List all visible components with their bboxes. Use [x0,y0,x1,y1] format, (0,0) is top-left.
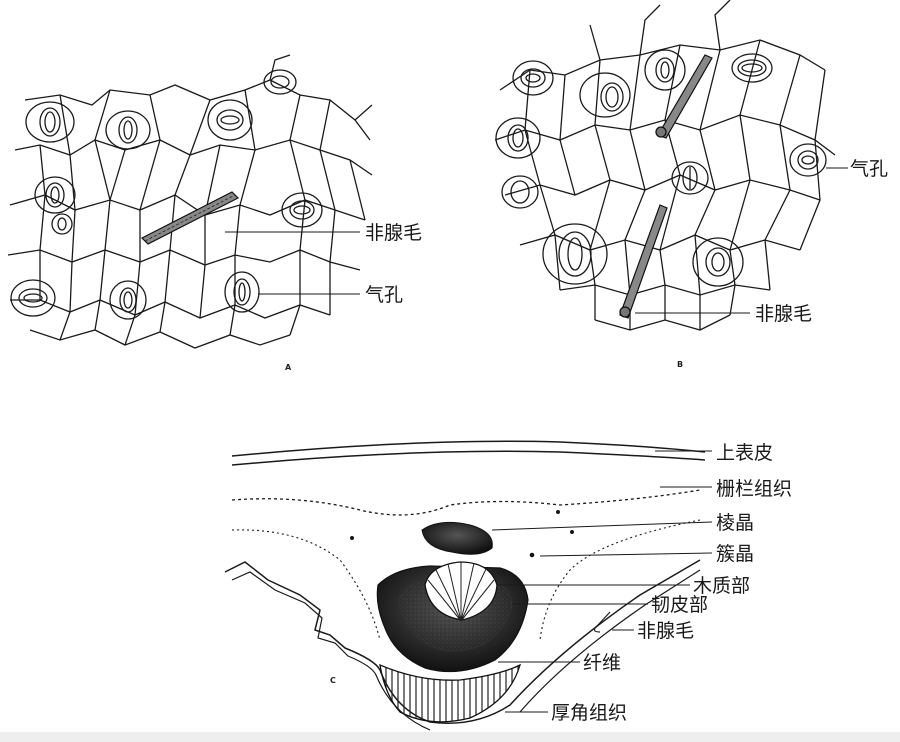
panel-b-stomata [495,49,827,287]
panel-c-leaders [491,450,713,713]
cluster-crystal-dot [556,510,560,514]
panel-a-trichome-label: 非腺毛 [365,222,422,244]
panel-b-trichomes [619,54,713,319]
panel-b-letter: B [677,360,683,369]
panel-a-trichome [140,191,240,245]
palisade-boundary [231,489,701,516]
lower-epidermis-outer [224,559,701,724]
mesophyll-boundary-right [539,519,701,641]
cluster-crystal-dot [350,536,354,540]
cluster-crystal-dot [570,530,574,534]
prism-crystal [421,521,493,555]
collenchyma-label: 厚角组织 [551,702,627,724]
collenchyma [379,663,522,723]
panel-a-cell-network [7,54,373,349]
fiber-label: 纤维 [583,652,621,674]
panel-b-stomata-label: 气孔 [850,158,888,180]
palisade-label: 栅栏组织 [716,478,792,500]
panel-a [7,54,373,349]
upper-epidermis-line-1 [231,440,706,457]
panel-a-stomata-label: 气孔 [365,284,403,306]
bottom-bar [0,732,900,742]
panel-c [224,440,713,731]
phloem-label: 韧皮部 [651,594,708,616]
lower-trichome [593,611,611,633]
upper-epidermis-label: 上表皮 [716,442,773,464]
panel-b-trichome-label: 非腺毛 [755,303,812,325]
xylem-label: 木质部 [693,575,750,597]
panel-a-letter: A [285,363,292,372]
panel-a-stomata [10,69,323,320]
mesophyll-boundary [231,529,381,641]
prism-crystal-label: 棱晶 [716,512,754,534]
cluster-crystal-dot [529,552,535,558]
upper-epidermis-line-2 [231,450,706,466]
panel-c-trichome-label: 非腺毛 [637,620,694,642]
cluster-crystal-label: 簇晶 [716,543,754,565]
lower-epidermis-inner-right [519,569,701,713]
panel-b [494,0,848,331]
panel-c-letter: C [330,676,336,685]
